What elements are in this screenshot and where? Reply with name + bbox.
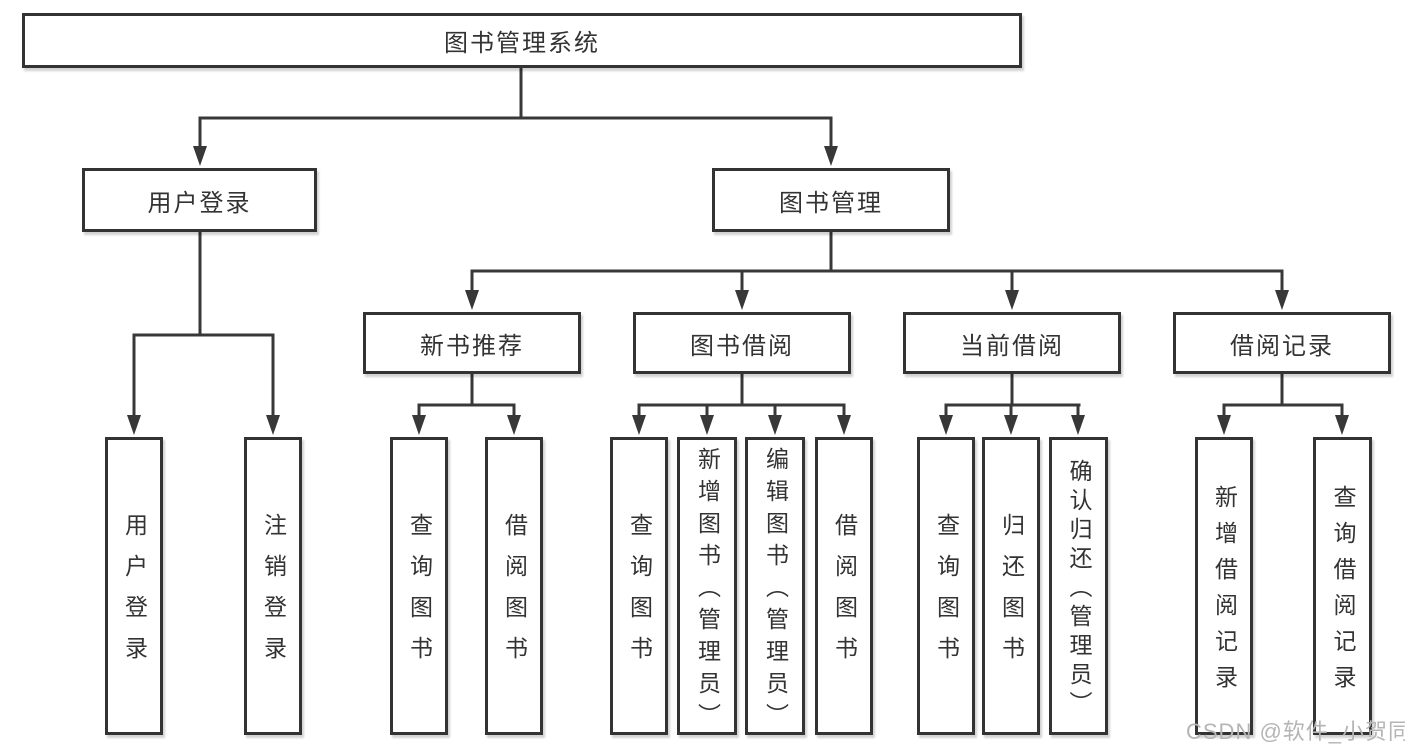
- leaf-return-books-label: 归还图书: [998, 513, 1025, 677]
- leaf-edit-book-admin-label: 编辑图书（管理员）: [762, 446, 789, 735]
- leaf-add-book-admin-label: 新增图书（管理员）: [694, 446, 721, 735]
- leaf-return-books: 归还图书: [982, 437, 1040, 735]
- leaf-borrow-books-recommend-label: 借阅图书: [501, 513, 528, 677]
- leaf-query-books-borrow: 查询图书: [610, 437, 668, 735]
- leaf-query-borrow-record-label: 查询借阅记录: [1330, 484, 1356, 701]
- leaf-add-borrow-record-label: 新增借阅记录: [1211, 484, 1238, 701]
- leaf-logout: 注销登录: [244, 437, 302, 735]
- node-new-book-recommend: 新书推荐: [363, 312, 581, 374]
- node-current-borrow: 当前借阅: [903, 312, 1121, 374]
- arrowheads: [127, 146, 1349, 435]
- node-borrow-records: 借阅记录: [1173, 312, 1391, 374]
- leaf-borrow-books-recommend: 借阅图书: [485, 437, 543, 735]
- leaf-query-books-current: 查询图书: [917, 437, 975, 735]
- leaf-confirm-return-admin-label: 确认归还（管理员）: [1066, 458, 1092, 720]
- leaf-query-books-recommend-label: 查询图书: [406, 513, 433, 677]
- leaf-user-login: 用户登录: [105, 437, 163, 735]
- leaf-add-book-admin: 新增图书（管理员）: [677, 437, 737, 735]
- node-book-borrow: 图书借阅: [633, 312, 851, 374]
- leaf-user-login-label: 用户登录: [121, 513, 148, 677]
- leaf-query-books-borrow-label: 查询图书: [626, 513, 653, 677]
- node-root: 图书管理系统: [22, 13, 1022, 68]
- leaf-edit-book-admin: 编辑图书（管理员）: [745, 437, 805, 735]
- leaf-query-borrow-record: 查询借阅记录: [1313, 437, 1372, 735]
- leaf-query-books-current-label: 查询图书: [933, 513, 960, 677]
- leaf-query-books-recommend: 查询图书: [390, 437, 448, 735]
- leaf-add-borrow-record: 新增借阅记录: [1195, 437, 1253, 735]
- node-book-management: 图书管理: [712, 168, 950, 232]
- leaf-borrow-books-label: 借阅图书: [831, 513, 858, 677]
- leaf-confirm-return-admin: 确认归还（管理员）: [1049, 437, 1108, 735]
- leaf-logout-label: 注销登录: [260, 513, 287, 677]
- watermark: CSDN @软件_小贺同学: [1186, 719, 1405, 744]
- node-user-login: 用户登录: [82, 168, 317, 232]
- leaf-borrow-books: 借阅图书: [815, 437, 873, 735]
